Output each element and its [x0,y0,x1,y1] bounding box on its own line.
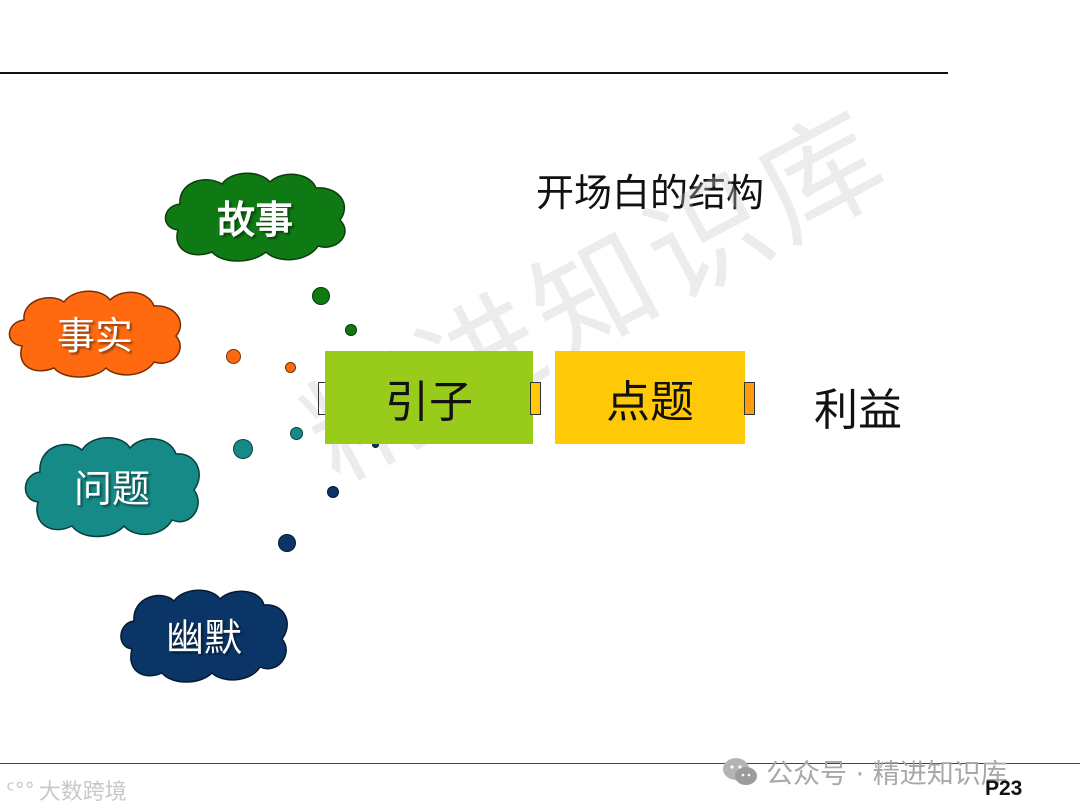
structure-label: 引子 [385,376,473,428]
dot-question-2 [290,427,303,440]
watermark: 精进知识库 [283,85,914,509]
structure-benefit: 利益 [814,385,902,436]
battery-cap [744,382,755,415]
dot-humor-2 [327,486,339,498]
dot-humor-1 [278,534,296,552]
structure-intro: 引子 [325,351,533,444]
cloud-shape-icon [164,172,346,262]
cloud-label: 问题 [73,466,150,511]
cloud-question: 问题 [18,430,206,540]
dot-fact-1 [226,349,241,364]
cloud-label: 幽默 [165,615,242,660]
dot-story-2 [345,324,357,336]
cloud-shape-icon [8,290,182,378]
footer-brand: ᑦ°° 大数跨境 [6,774,127,806]
page-number: P23 [985,777,1023,800]
slide-title: 开场白的结构 [536,171,765,215]
cloud-fact: 事实 [2,286,188,378]
cloud-story: 故事 [156,168,354,264]
dot-question-1 [233,439,253,459]
cloud-label: 故事 [216,197,293,242]
dot-fact-2 [285,362,296,373]
top-divider [0,72,948,74]
cloud-shape-icon [24,437,200,538]
structure-theme: 点题 [555,351,745,444]
battery-cap [530,382,541,415]
battery-cap-left [318,382,326,415]
brand-text: 大数跨境 [38,780,127,805]
wechat-icon [723,757,757,785]
brand-logo-icon: ᑦ°° [6,778,35,802]
wechat-account-text: 公众号 · 精进知识库 [766,759,1008,790]
bottom-divider [0,763,1080,764]
cloud-label: 事实 [56,313,133,358]
structure-label: 点题 [606,376,694,428]
cloud-humor: 幽默 [114,583,294,685]
footer-wechat: 公众号 · 精进知识库 [722,752,1008,791]
dot-story-1 [312,287,330,305]
cloud-shape-icon [120,589,288,683]
